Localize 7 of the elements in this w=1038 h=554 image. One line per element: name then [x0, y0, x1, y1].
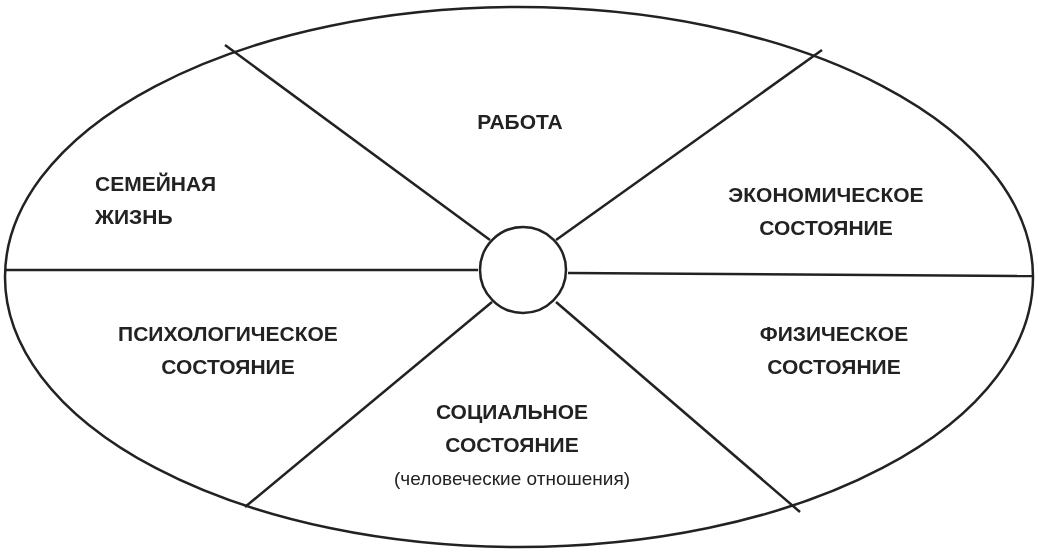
- sector-note: (человеческие отношения): [393, 467, 631, 491]
- sector-label: РАБОТА: [476, 109, 564, 135]
- sector-label: ФИЗИЧЕСКОЕ СОСТОЯНИЕ: [758, 321, 910, 380]
- sector-label: ЭКОНОМИЧЕСКОЕ СОСТОЯНИЕ: [727, 182, 925, 241]
- sector-label: ПСИХОЛОГИЧЕСКОЕ СОСТОЯНИЕ: [117, 321, 339, 380]
- sector-label: СОЦИАЛЬНОЕ СОСТОЯНИЕ: [434, 399, 590, 458]
- sector-label: СЕМЕЙНАЯ ЖИЗНЬ: [95, 171, 218, 230]
